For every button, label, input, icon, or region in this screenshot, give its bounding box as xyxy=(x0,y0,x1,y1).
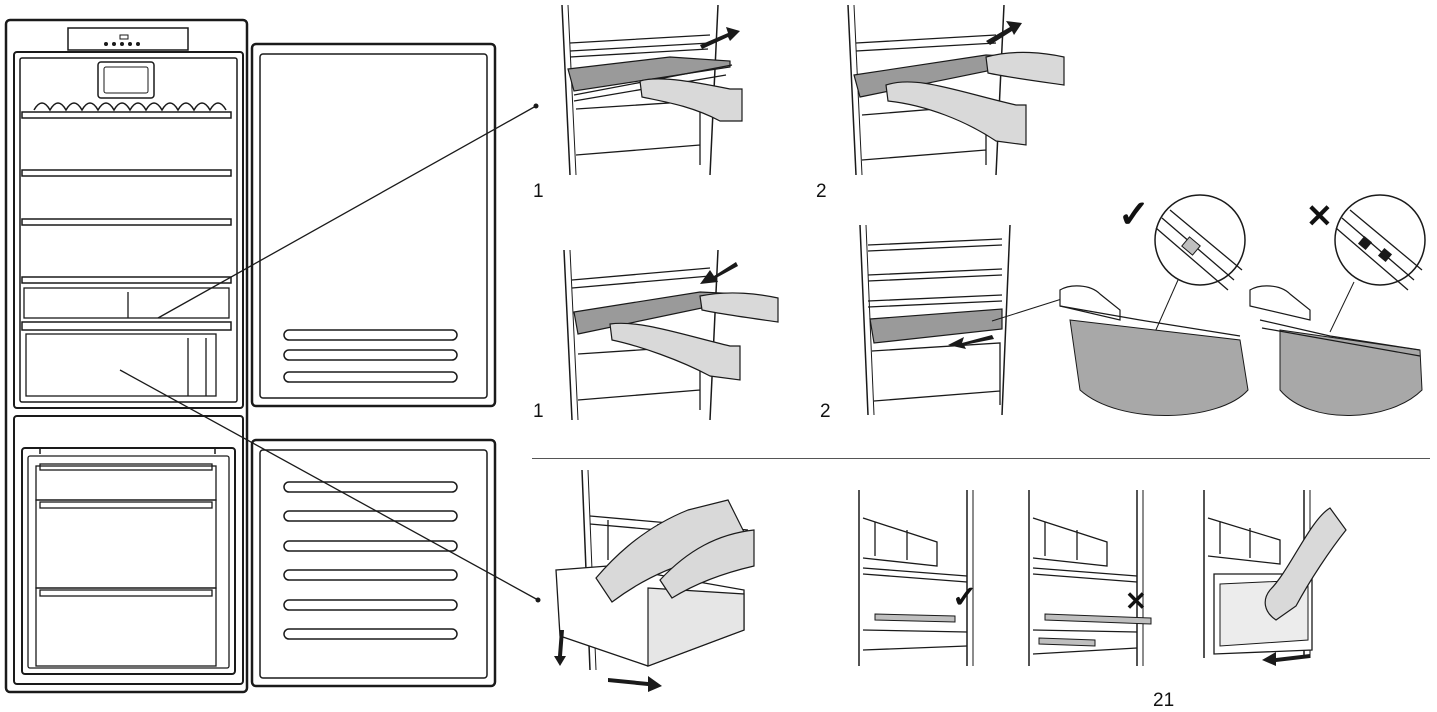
step-number: 2 xyxy=(820,401,831,422)
illustration-shelf-insert-1 xyxy=(563,249,779,421)
detail-correct-fit xyxy=(1059,194,1249,416)
illustration-shelf-insert-2 xyxy=(859,224,1069,416)
illustration-shelf-remove-2 xyxy=(847,4,1065,176)
fridge-diagram xyxy=(4,18,541,694)
illustration-crisper-remove xyxy=(554,469,755,692)
check-icon: ✓ xyxy=(1118,194,1150,236)
illustration-rail-incorrect xyxy=(1028,490,1152,666)
illustration-rail-correct xyxy=(858,490,974,666)
illustration-shelf-remove-1 xyxy=(561,4,743,176)
cross-icon: ✕ xyxy=(1306,198,1333,234)
page-number: 21 xyxy=(1153,690,1175,711)
step-number: 1 xyxy=(533,181,544,202)
step-number: 1 xyxy=(533,401,544,422)
cross-icon: ✕ xyxy=(1125,586,1147,616)
check-icon: ✓ xyxy=(952,581,978,614)
illustration-crisper-insert xyxy=(1203,490,1347,666)
detail-incorrect-fit xyxy=(1249,194,1426,416)
section-divider xyxy=(532,458,1430,459)
step-number: 2 xyxy=(816,181,827,202)
